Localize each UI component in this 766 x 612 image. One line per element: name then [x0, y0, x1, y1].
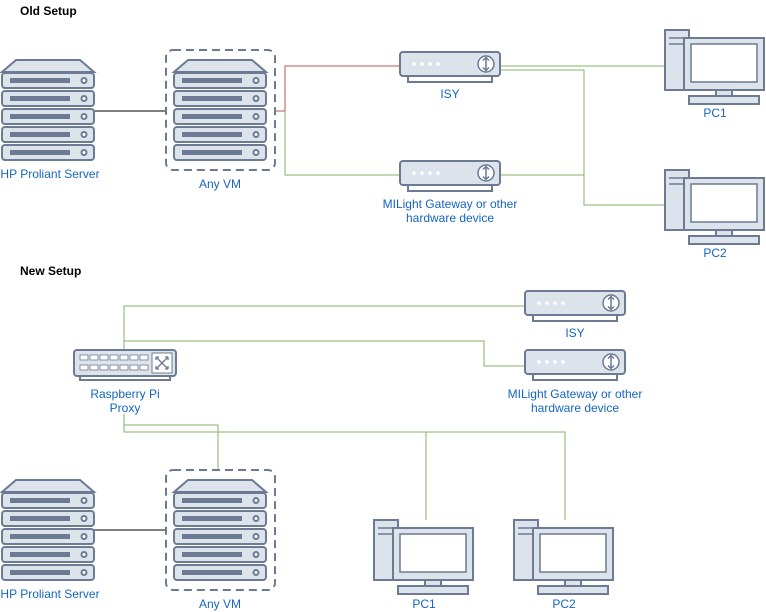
- new-server-label: HP Proliant Server: [0, 587, 100, 601]
- connector-old-vm-gateway: [284, 111, 399, 176]
- new-vm-label: Any VM: [198, 597, 241, 611]
- old-gateway-label: MILight Gateway or other hardware device: [370, 197, 530, 225]
- old-any-vm-server-icon: [173, 59, 267, 161]
- new-setup-connectors: [93, 305, 566, 531]
- new-setup-title: New Setup: [20, 264, 82, 278]
- new-raspberry-pi-proxy-switch-icon: [73, 349, 177, 381]
- new-isy-appliance-icon: [524, 290, 626, 322]
- old-isy-label: ISY: [440, 87, 460, 101]
- new-gateway-label: MILight Gateway or other hardware device: [495, 387, 655, 415]
- new-gateway-label-line2: hardware device: [530, 401, 620, 415]
- old-hp-proliant-server-icon: [1, 59, 95, 161]
- new-any-vm-server-icon: [173, 479, 267, 581]
- old-setup-connectors: [93, 65, 665, 206]
- new-pc1-desktop-icon: [373, 519, 474, 595]
- new-vm-boundary: [165, 469, 276, 591]
- connector-new-proxy-isy: [123, 305, 525, 350]
- connector-old-isy-pc2: [500, 69, 665, 206]
- new-proxy-label: Raspberry Pi Proxy: [74, 387, 176, 415]
- connector-old-vm-isy: [275, 65, 399, 112]
- new-proxy-label-line2: Proxy: [109, 401, 141, 415]
- old-pc1-label: PC1: [703, 106, 727, 120]
- connector-new-proxy-vm: [124, 424, 219, 470]
- old-milight-gateway-icon: [399, 160, 501, 192]
- new-milight-gateway-icon: [524, 349, 626, 381]
- old-pc1-desktop-icon: [664, 29, 765, 105]
- old-server-label: HP Proliant Server: [0, 167, 100, 181]
- old-pc2-desktop-icon: [664, 169, 765, 245]
- new-isy-label: ISY: [565, 326, 585, 340]
- new-pc1-label: PC1: [412, 597, 436, 611]
- old-vm-label: Any VM: [198, 177, 241, 191]
- old-setup-title: Old Setup: [20, 4, 77, 18]
- new-pc2-desktop-icon: [513, 519, 614, 595]
- connector-new-proxy-gateway: [124, 340, 525, 367]
- connector-new-proxy-down: [123, 414, 566, 520]
- old-gateway-label-line2: hardware device: [405, 211, 495, 225]
- new-gateway-label-line1: MILight Gateway or other: [507, 387, 643, 401]
- old-vm-boundary: [165, 49, 276, 171]
- old-gateway-label-line1: MILight Gateway or other: [382, 197, 518, 211]
- new-proxy-label-line1: Raspberry Pi: [90, 387, 160, 401]
- new-pc2-label: PC2: [552, 597, 576, 611]
- new-hp-proliant-server-icon: [1, 479, 95, 581]
- old-isy-appliance-icon: [399, 51, 501, 83]
- old-pc2-label: PC2: [703, 246, 727, 260]
